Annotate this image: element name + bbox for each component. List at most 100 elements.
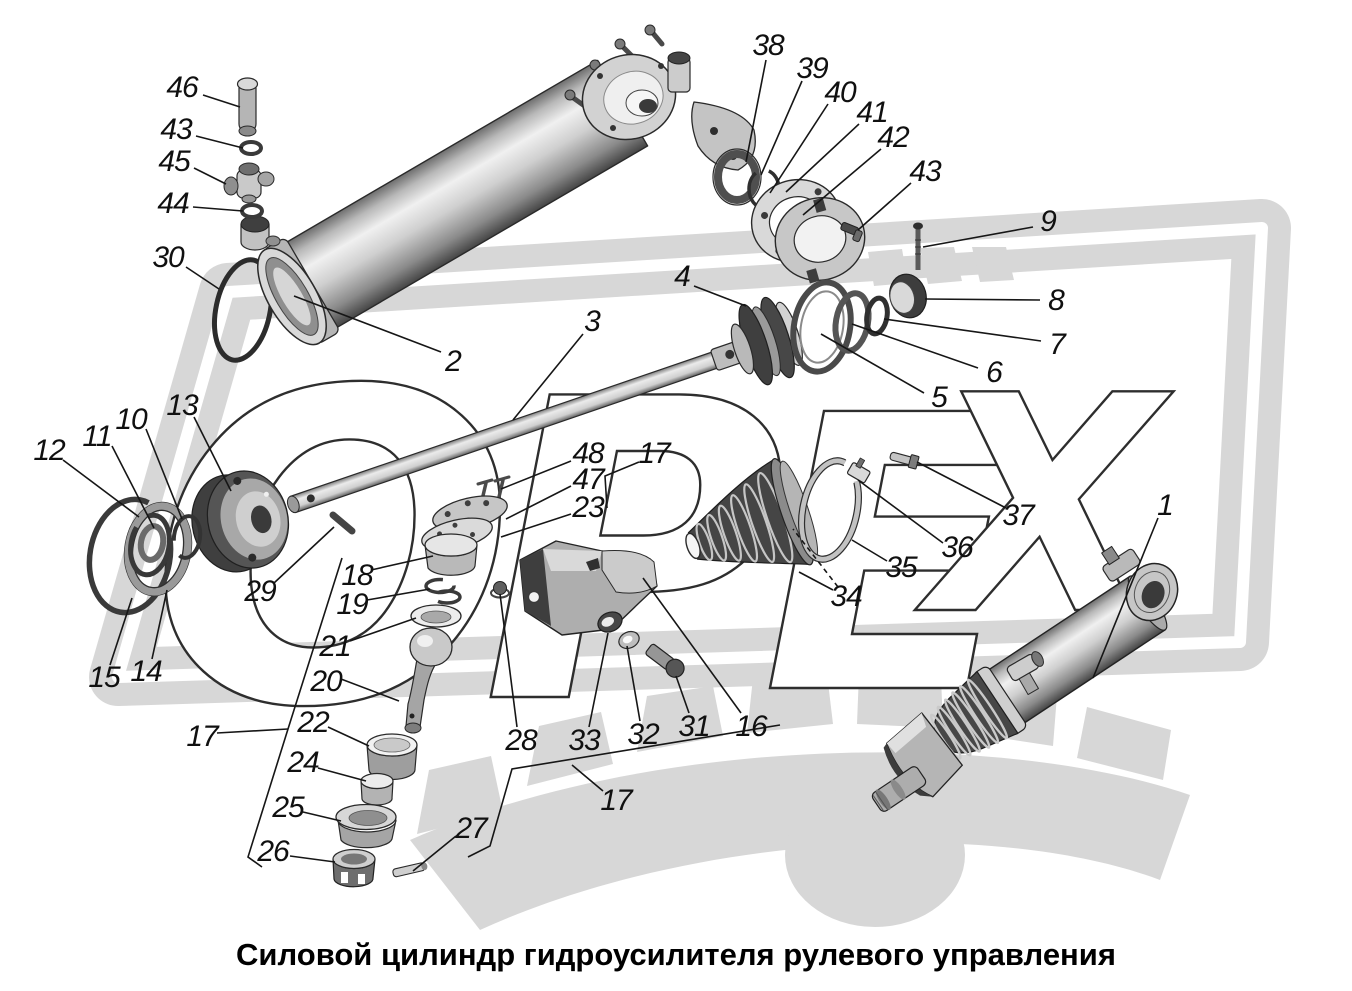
leader-5 [820, 333, 925, 394]
leader-17-b [247, 557, 343, 868]
part-snap-ring-12 [128, 512, 172, 578]
part-pin-9 [913, 222, 923, 270]
watermark-logo: О Р Е Х [89, 199, 1291, 930]
part-cylinder-barrel-2 [240, 59, 649, 346]
leader-1 [1092, 517, 1159, 679]
callout-17-b: 17 [186, 720, 218, 753]
part-housing-16 [519, 540, 658, 636]
callout-44: 44 [157, 187, 189, 220]
leader-11 [111, 445, 155, 529]
leader-38 [745, 59, 767, 163]
leader-29 [273, 526, 335, 584]
part-cap-nut-8 [889, 273, 927, 319]
part-collar-18 [424, 533, 478, 576]
part-cup-25 [335, 803, 397, 849]
leader-20 [340, 678, 400, 702]
leader-35 [851, 539, 888, 562]
callout-12: 12 [33, 434, 65, 467]
leader-34 [798, 571, 834, 591]
leader-16 [642, 577, 742, 714]
leader-41 [785, 123, 860, 193]
callout-48: 48 [572, 437, 604, 470]
callout-18: 18 [341, 559, 373, 592]
callout-6: 6 [986, 356, 1003, 389]
leader-dash-34 [792, 528, 839, 588]
callout-11: 11 [82, 420, 112, 453]
part-pin-46 [236, 77, 259, 137]
callout-25: 25 [272, 791, 304, 824]
callout-27: 27 [455, 812, 487, 845]
leader-21 [349, 617, 417, 642]
leader-17-a [604, 461, 640, 509]
part-slotted-cap-26 [332, 848, 376, 888]
part-bolt-37 [889, 451, 920, 470]
callout-8: 8 [1048, 284, 1065, 317]
leader-12 [62, 459, 140, 518]
part-piston-13 [191, 470, 290, 573]
callout-32: 32 [627, 718, 659, 751]
callout-4: 4 [674, 260, 691, 293]
part-oring-30 [212, 257, 274, 363]
callout-10: 10 [115, 403, 147, 436]
leader-27 [412, 835, 457, 872]
leader-48 [500, 460, 572, 490]
part-ring-43-upper [239, 140, 263, 156]
leader-4 [693, 285, 747, 307]
callout-5: 5 [931, 381, 948, 414]
callout-26: 26 [257, 835, 289, 868]
callout-47: 47 [572, 463, 604, 496]
leader-45 [193, 167, 227, 185]
callout-36: 36 [941, 531, 973, 564]
leader-39 [760, 80, 803, 176]
part-key-43-flange [840, 222, 863, 243]
callout-37: 37 [1002, 499, 1034, 532]
callout-43-flange: 43 [909, 155, 941, 188]
leader-36 [857, 479, 944, 544]
callout-30: 30 [152, 241, 184, 274]
part-ring-32 [618, 630, 640, 650]
leader-30 [185, 266, 220, 290]
callout-7: 7 [1049, 328, 1066, 361]
callout-46: 46 [166, 71, 198, 104]
callout-17-c: 17 [600, 784, 632, 817]
leader-17-b [216, 728, 289, 734]
part-ring-7 [864, 295, 890, 337]
leader-17-c [467, 724, 781, 858]
callout-16: 16 [735, 710, 767, 743]
part-bolt-31 [645, 643, 685, 678]
leader-8 [924, 298, 1041, 301]
leader-17-c [571, 764, 604, 792]
leader-7 [883, 318, 1042, 342]
callout-3: 3 [584, 305, 601, 338]
leader-33 [588, 632, 609, 728]
callout-29: 29 [244, 575, 276, 608]
leader-31 [675, 675, 690, 714]
leader-25 [302, 811, 342, 822]
part-pin-29 [329, 511, 356, 535]
part-clamp-lock-36 [846, 457, 871, 484]
part-rings-19 [424, 577, 462, 605]
callout-15: 15 [88, 661, 120, 694]
leader-23 [500, 513, 572, 538]
leader-24 [317, 767, 367, 782]
part-ring-5 [790, 279, 854, 375]
cylinder-port-boss [240, 215, 281, 251]
callout-38: 38 [752, 29, 784, 62]
callout-42: 42 [877, 121, 909, 154]
callout-41: 41 [856, 96, 888, 129]
part-collar-38 [712, 148, 762, 206]
watermark-band [89, 199, 1291, 706]
leader-10 [145, 428, 183, 520]
part-pin-27 [392, 862, 428, 878]
callout-28: 28 [505, 724, 537, 757]
leader-9 [922, 226, 1034, 248]
callout-43-upper: 43 [160, 113, 192, 146]
leader-28 [499, 593, 518, 728]
leader-43-upper [195, 135, 244, 149]
part-cross-fitting-45 [223, 162, 275, 204]
callout-1: 1 [1157, 489, 1174, 522]
callout-40: 40 [824, 76, 856, 109]
part-ring-11 [137, 523, 167, 563]
